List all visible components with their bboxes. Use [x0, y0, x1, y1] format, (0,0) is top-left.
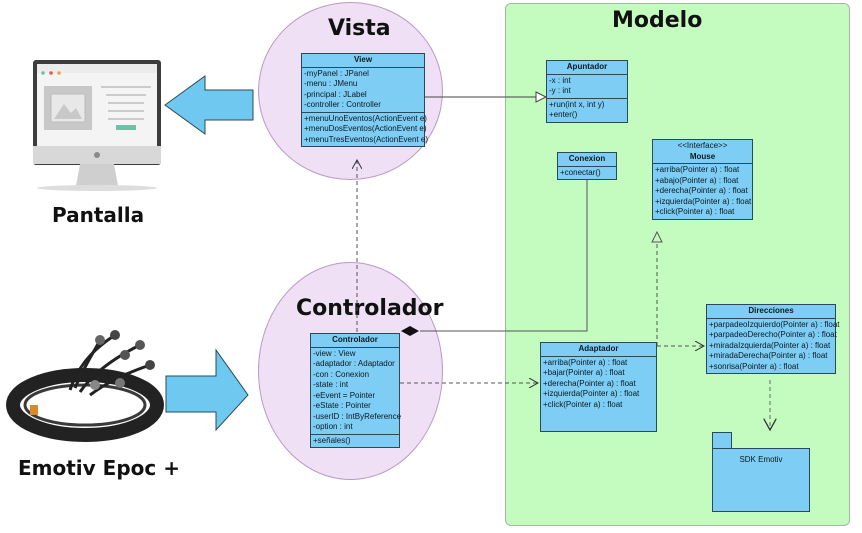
method: +menuUnoEventos(ActionEvent e) — [304, 113, 427, 123]
method: +arriba(Pointer a) : float — [655, 165, 740, 174]
method: +izquierda(Pointer a) : float — [655, 196, 752, 206]
method: +parpadeoIzquierdo(Pointer a) : float — [709, 319, 840, 329]
method: +sonrisa(Pointer a) : float — [709, 361, 799, 371]
methods: +conectar() — [558, 167, 616, 180]
class-name: View — [302, 54, 424, 68]
methods: +menuUnoEventos(ActionEvent e) +menuDosE… — [302, 113, 428, 147]
method: +arriba(Pointer a) : float — [543, 357, 628, 367]
method: +miradaDerecha(Pointer a) : float — [709, 351, 828, 360]
attribute: -state : int — [313, 380, 349, 389]
class-name: Adaptador — [541, 343, 656, 357]
arrow-left-icon — [164, 75, 254, 135]
class-name: Apuntador — [547, 61, 627, 75]
class-name: Mouse — [689, 151, 716, 161]
desktop-monitor-icon — [33, 60, 161, 191]
emotiv-caption: Emotiv Epoc + — [18, 456, 180, 480]
package-name: SDK Emotiv — [739, 455, 783, 464]
methods: +parpadeoIzquierdo(Pointer a) : float +p… — [707, 319, 840, 374]
attribute: -con : Conexion — [313, 369, 370, 379]
method: +conectar() — [560, 167, 601, 177]
methods: +arriba(Pointer a) : float +bajar(Pointe… — [541, 357, 656, 412]
package-tab — [712, 432, 732, 449]
method: +enter() — [549, 110, 578, 119]
method: +abajo(Pointer a) : float — [655, 175, 739, 185]
pantalla-caption: Pantalla — [52, 203, 145, 227]
attributes: -x : int -y : int — [547, 75, 627, 99]
attribute: -eEvent = Pointer — [313, 390, 376, 400]
arrow-right-icon — [165, 348, 249, 432]
attribute: -menu : JMenu — [304, 79, 358, 88]
method: +miradaIzquierda(Pointer a) : float — [709, 340, 831, 350]
class-adaptador[interactable]: Adaptador +arriba(Pointer a) : float +ba… — [540, 342, 657, 432]
methods: +arriba(Pointer a) : float +abajo(Pointe… — [653, 164, 752, 219]
interface-mouse[interactable]: <<Interface>> Mouse +arriba(Pointer a) :… — [652, 139, 753, 220]
class-conexion[interactable]: Conexion +conectar() — [557, 152, 617, 180]
method: +derecha(Pointer a) : float — [655, 186, 748, 195]
method: +menuTresEventos(ActionEvent e) — [304, 134, 428, 144]
controlador-title: Controlador — [296, 296, 444, 321]
attributes: -myPanel : JPanel -menu : JMenu -princip… — [302, 68, 424, 113]
attribute: -adaptador : Adaptador — [313, 359, 395, 368]
class-view[interactable]: View -myPanel : JPanel -menu : JMenu -pr… — [301, 53, 428, 147]
method: +derecha(Pointer a) : float — [543, 378, 636, 388]
modelo-title: Modelo — [612, 8, 703, 33]
method: +izquierda(Pointer a) : float — [543, 389, 640, 398]
method: +click(Pointer a) : float — [655, 207, 735, 216]
methods: +señales() — [311, 435, 399, 448]
attribute: -x : int — [549, 75, 571, 85]
vista-title: Vista — [328, 16, 391, 41]
class-name: Direcciones — [707, 305, 835, 319]
methods: +run(int x, int y) +enter() — [547, 99, 627, 122]
method: +parpadeoDerecho(Pointer a) : float — [709, 330, 837, 339]
attributes: -view : View -adaptador : Adaptador -con… — [311, 348, 402, 435]
method: +click(Pointer a) : float — [543, 399, 623, 409]
class-apuntador[interactable]: Apuntador -x : int -y : int +run(int x, … — [546, 60, 628, 123]
interface-header: <<Interface>> Mouse — [653, 140, 752, 164]
class-controlador[interactable]: Controlador -view : View -adaptador : Ad… — [310, 333, 402, 448]
class-name: Controlador — [311, 334, 399, 348]
method: +señales() — [313, 435, 351, 445]
attribute: -option : int — [313, 422, 353, 431]
attribute: -userID : IntByReference — [313, 411, 402, 421]
class-name: Conexion — [558, 153, 616, 167]
method: +run(int x, int y) — [549, 99, 605, 109]
attribute: -eState : Pointer — [313, 401, 371, 410]
class-direcciones[interactable]: Direcciones +parpadeoIzquierdo(Pointer a… — [706, 304, 840, 374]
attribute: -y : int — [549, 86, 571, 95]
method: +menuDosEventos(ActionEvent e) — [304, 124, 427, 133]
method: +bajar(Pointer a) : float — [543, 368, 625, 377]
attribute: -controller : Controller — [304, 100, 381, 109]
attribute: -principal : JLabel — [304, 89, 367, 99]
stereotype: <<Interface>> — [677, 141, 728, 150]
eeg-headset-icon — [6, 330, 164, 442]
package-sdk-emotiv[interactable]: SDK Emotiv — [712, 448, 810, 512]
attribute: -view : View — [313, 348, 356, 358]
attribute: -myPanel : JPanel — [304, 68, 369, 78]
